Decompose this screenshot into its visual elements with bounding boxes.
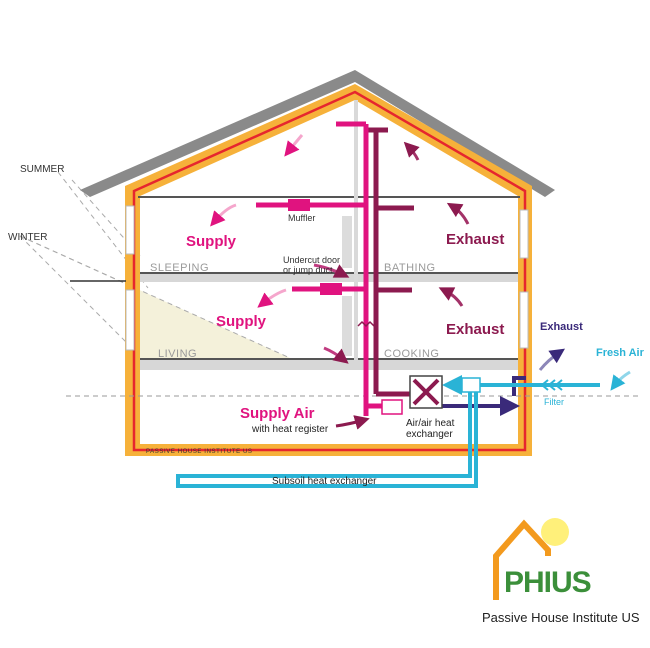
supply-air-label: Supply Air: [240, 405, 315, 422]
room-label-living: LIVING: [158, 348, 197, 360]
roof: [80, 70, 555, 197]
exhaust-label-lower: Exhaust: [446, 321, 504, 338]
summer-label: SUMMER: [20, 164, 64, 175]
room-label-sleeping: SLEEPING: [150, 262, 209, 274]
footer-tag: PASSIVE HOUSE INSTITUTE US: [146, 449, 253, 455]
heat-exchanger-label-1: Air/air heat: [406, 418, 455, 429]
room-label-cooking: COOKING: [384, 348, 439, 360]
muffler-lower: [320, 283, 342, 295]
supply-label-upper: Supply: [186, 233, 237, 250]
jump-duct-label: or jump duct: [283, 265, 333, 275]
heat-register: [381, 399, 403, 415]
exhaust-ducts: [364, 127, 440, 397]
logo-house-outline: [493, 519, 551, 600]
exhaust-label-upper: Exhaust: [446, 231, 504, 248]
logo-sun: [541, 518, 569, 546]
logo-name: Passive House Institute US: [482, 610, 640, 625]
room-label-bathing: BATHING: [384, 262, 436, 274]
filter-label: Filter: [544, 397, 564, 407]
fresh-air-label: Fresh Air: [596, 347, 645, 359]
fresh-air-register: [461, 377, 481, 393]
phius-logo: PHIUS Passive House Institute US: [482, 518, 640, 625]
duct-break-mark: [357, 320, 375, 328]
supply-label-lower: Supply: [216, 313, 267, 330]
floors: [138, 100, 520, 370]
windows: [125, 205, 529, 351]
muffler-label: Muffler: [288, 213, 315, 223]
heat-exchanger-cross: [412, 378, 440, 406]
subsoil-label: Subsoil heat exchanger: [272, 476, 377, 487]
supply-airflow-arrows: [210, 134, 370, 430]
heat-exchanger-label-2: exchanger: [406, 429, 453, 440]
winter-label: WINTER: [8, 232, 47, 243]
logo-acronym: PHIUS: [504, 566, 591, 599]
exhaust-airflow-arrows: [403, 141, 631, 391]
filter-chevrons: [540, 379, 563, 391]
heat-register-label: with heat register: [251, 424, 329, 435]
muffler-upper: [288, 199, 310, 211]
undercut-door-label: Undercut door: [283, 255, 340, 265]
exhaust-out-duct: [440, 376, 526, 416]
exhaust-out-label: Exhaust: [540, 321, 583, 333]
